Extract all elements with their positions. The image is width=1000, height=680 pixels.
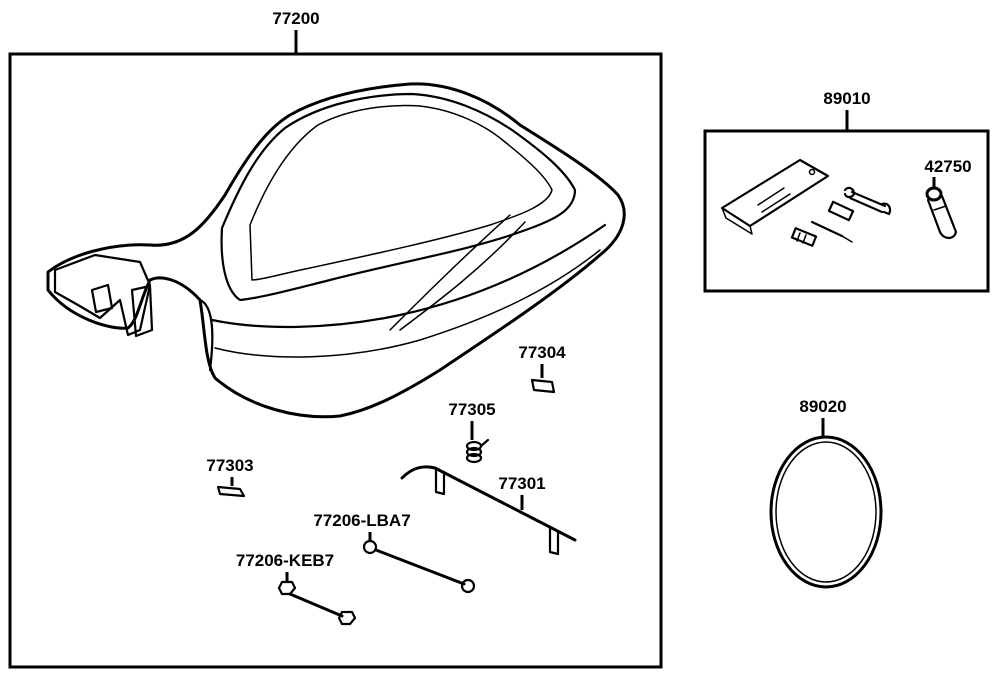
socket-tool [790,227,818,247]
seat-outline [46,82,626,419]
label-77200: 77200 [272,9,319,28]
spanner-tool [843,186,892,216]
seat-front-seam-2 [399,221,526,331]
tool-pouch [720,158,830,235]
label-89010: 89010 [823,89,870,108]
label-lba7: 77206-LBA7 [313,511,410,530]
seat-side-trim-2 [214,249,601,358]
tool-kit-frame [703,129,990,293]
clip-77303 [216,485,246,498]
label-77304: 77304 [518,343,566,362]
screwdriver-tool [810,200,855,243]
ring-group: 89020 [769,397,883,589]
ring-89020 [769,435,883,589]
seat-drawing [46,82,626,419]
seat-assembly-frame [8,52,663,669]
ring-89020-inner [775,441,877,583]
rod-77301 [400,465,577,556]
seat-side-trim [210,223,607,329]
label-77301: 77301 [498,474,545,493]
tool-kit-group: 89010 42750 [703,89,990,293]
label-77303: 77303 [206,456,253,475]
spring-77305 [465,438,490,464]
seat-top-panel [220,92,577,302]
seat-front-lip [198,298,214,372]
label-42750: 42750 [924,157,971,176]
cable-77206-keb7 [277,580,357,626]
cable-77206-lba7 [362,539,476,594]
seat-top-panel-inner [249,104,553,281]
label-89020: 89020 [799,397,846,416]
clip-77304 [530,378,556,394]
label-77305: 77305 [448,400,495,419]
seat-assembly-group: 77200 77304 77305 [8,9,663,669]
tool-42750 [925,186,958,240]
seat-hinge-block [90,283,114,314]
seat-rear-bracket [53,253,152,337]
seat-hinge-post [130,284,154,338]
seat-front-seam [389,214,511,331]
label-keb7: 77206-KEB7 [236,551,334,570]
